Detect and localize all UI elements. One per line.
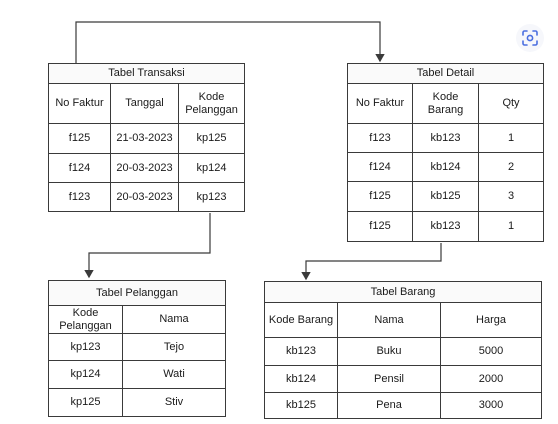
table-cell: kp125 — [177, 123, 246, 154]
lens-scan-button[interactable] — [516, 24, 544, 52]
table-cell: f125 — [347, 181, 413, 212]
table-cell: kp125 — [48, 388, 123, 417]
column-header: No Faktur — [48, 83, 111, 124]
table-title: Tabel Barang — [263, 281, 543, 303]
table-cell: Wati — [122, 360, 226, 389]
table-cell: 1 — [478, 123, 544, 153]
table-cell: 1 — [478, 211, 544, 242]
table-cell: kb124 — [412, 152, 479, 182]
table-cell: f124 — [48, 153, 111, 183]
column-header: Kode Barang — [264, 302, 338, 338]
table-cell: kb123 — [412, 211, 479, 242]
table-pelanggan: Tabel Pelanggan Kode Pelanggan Nama kp12… — [48, 280, 226, 417]
table-detail: Tabel Detail No Faktur Kode Barang Qty f… — [347, 63, 544, 242]
table-cell: Pensil — [337, 365, 441, 393]
table-cell: 3 — [478, 181, 544, 212]
table-cell: kp123 — [48, 333, 123, 361]
column-header: Qty — [478, 83, 544, 124]
table-cell: kb125 — [264, 392, 338, 419]
table-title: Tabel Transaksi — [47, 63, 246, 84]
table-cell: 20-03-2023 — [110, 182, 179, 212]
column-header: Kode Pelanggan — [48, 305, 123, 334]
connector-detail-barang — [301, 243, 442, 281]
column-header: Nama — [337, 302, 441, 338]
table-cell: 21-03-2023 — [110, 123, 179, 154]
column-header: Nama — [122, 305, 226, 334]
table-cell: f125 — [48, 123, 111, 154]
table-cell: kp124 — [48, 360, 123, 389]
table-title: Tabel Pelanggan — [48, 280, 226, 306]
table-cell: f124 — [347, 152, 413, 182]
table-cell: kb125 — [412, 181, 479, 212]
table-cell: Buku — [337, 337, 441, 366]
table-cell: kb123 — [412, 123, 479, 153]
connector-transaksi-detail — [75, 21, 385, 63]
table-transaksi: Tabel Transaksi No Faktur Tanggal Kode P… — [47, 63, 246, 212]
table-cell: 3000 — [439, 392, 543, 419]
column-header: Kode Pelanggan — [177, 83, 246, 124]
connector-transaksi-pelanggan — [84, 213, 211, 279]
table-barang: Tabel Barang Kode Barang Nama Harga kb12… — [263, 281, 543, 419]
table-cell: kb124 — [264, 365, 338, 393]
table-cell: f123 — [48, 182, 111, 212]
table-cell: kp124 — [177, 153, 246, 183]
table-cell: f125 — [347, 211, 413, 242]
table-cell: Tejo — [122, 333, 226, 361]
column-header: Tanggal — [110, 83, 179, 124]
table-cell: 20-03-2023 — [110, 153, 179, 183]
column-header: Kode Barang — [412, 83, 479, 124]
table-cell: kb123 — [264, 337, 338, 366]
table-cell: 5000 — [439, 337, 543, 366]
table-cell: Stiv — [122, 388, 226, 417]
lens-scan-icon — [522, 30, 538, 46]
table-title: Tabel Detail — [347, 63, 544, 84]
table-cell: 2000 — [439, 365, 543, 393]
table-cell: Pena — [337, 392, 441, 419]
table-cell: f123 — [347, 123, 413, 153]
table-cell: 2 — [478, 152, 544, 182]
column-header: Harga — [439, 302, 543, 338]
table-cell: kp123 — [177, 182, 246, 212]
column-header: No Faktur — [347, 83, 413, 124]
